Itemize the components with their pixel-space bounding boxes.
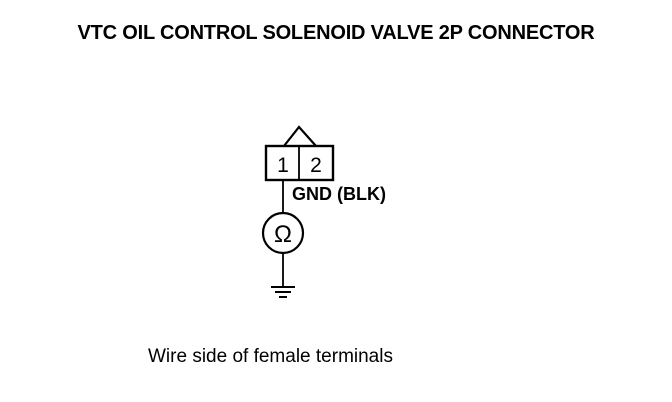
connector-pin-2: 2: [310, 154, 322, 177]
connector-lock-tab: [283, 125, 317, 147]
gnd-wire-label: GND (BLK): [292, 184, 386, 204]
diagram-caption: Wire side of female terminals: [148, 346, 393, 367]
ground-icon: [271, 286, 295, 298]
diagram-title: VTC OIL CONTROL SOLENOID VALVE 2P CONNEC…: [77, 22, 595, 44]
connector-pin-1: 1: [277, 154, 289, 177]
ohm-icon: Ω: [274, 221, 292, 248]
